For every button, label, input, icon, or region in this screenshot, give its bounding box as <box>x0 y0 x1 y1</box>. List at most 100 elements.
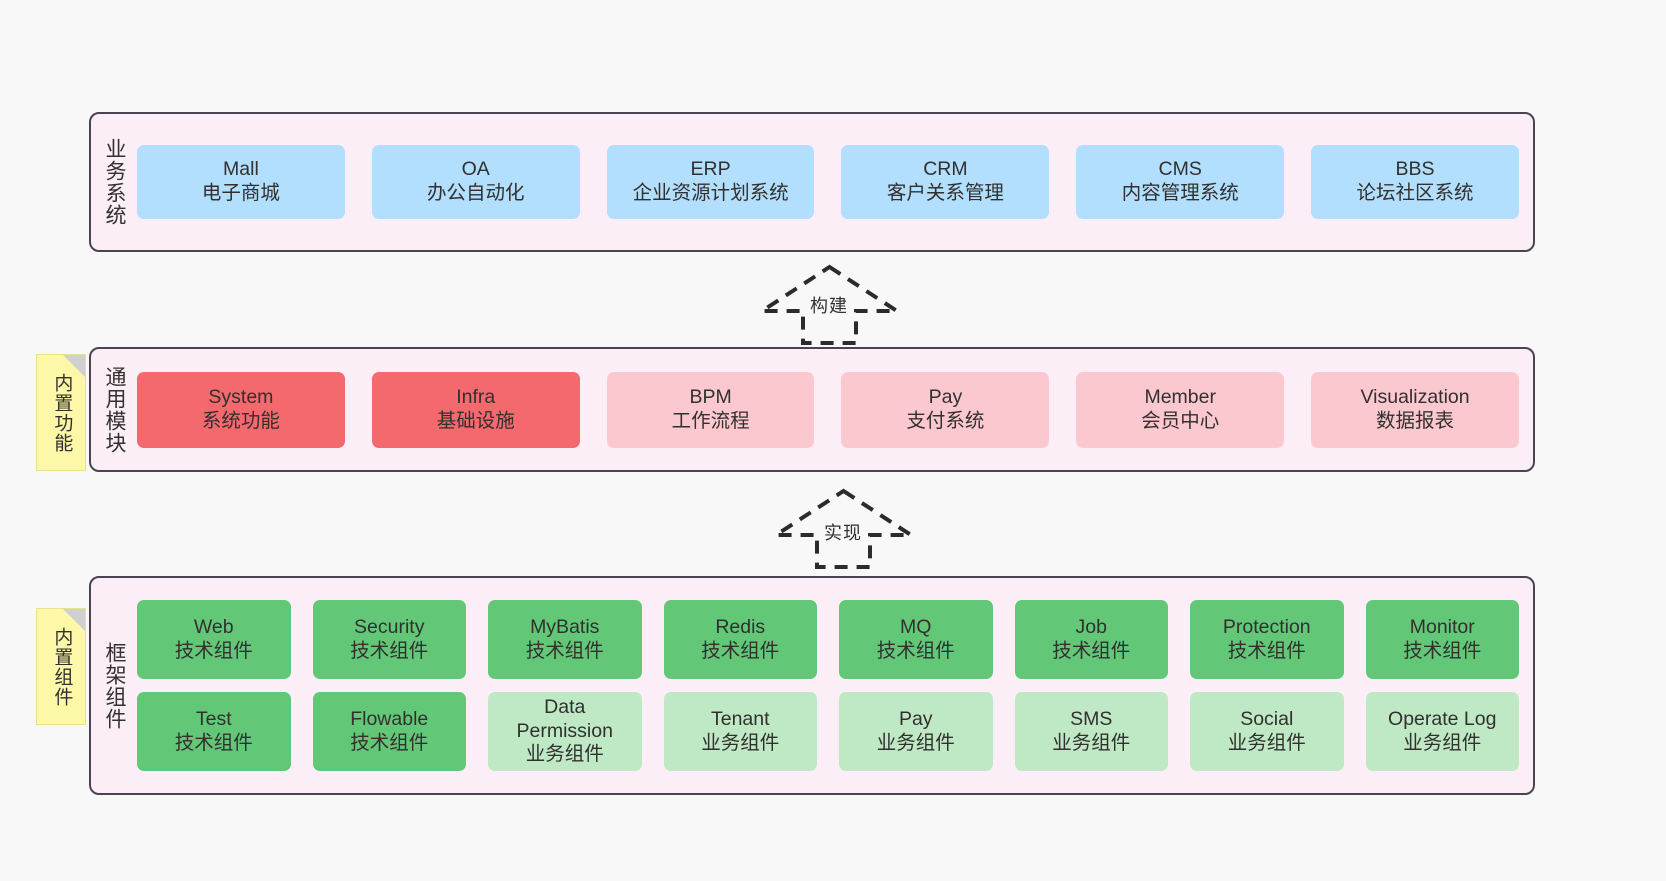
card-subtitle: 技术组件 <box>350 731 429 754</box>
card-subtitle: 技术组件 <box>350 639 429 662</box>
card-title: BBS <box>1395 158 1435 181</box>
card-title: Pay <box>928 385 963 408</box>
card-subtitle: 业务组件 <box>701 731 780 754</box>
layer-business-system: 业务系统 Mall 电子商城 OA 办公自动化 ERP 企业资源计划系统 CRM… <box>89 112 1535 252</box>
card-infra[interactable]: Infra 基础设施 <box>371 371 580 448</box>
card-subtitle: 工作流程 <box>671 409 750 432</box>
card-visualization[interactable]: Visualization 数据报表 <box>1311 371 1519 448</box>
arrow-implement <box>771 487 916 571</box>
card-title: Web <box>193 615 234 638</box>
card-pay-business[interactable]: Pay 业务组件 <box>839 692 993 771</box>
sticky-note-builtin-component: 内置组件 <box>36 608 86 725</box>
card-subtitle: 技术组件 <box>1052 639 1131 662</box>
sticky-note-builtin-function: 内置功能 <box>36 354 86 471</box>
card-subtitle: 支付系统 <box>906 409 985 432</box>
card-job[interactable]: Job 技术组件 <box>1014 600 1168 679</box>
card-subtitle: 系统功能 <box>201 409 280 432</box>
card-title: ERP <box>690 158 731 181</box>
card-subtitle: 业务组件 <box>1403 731 1482 754</box>
layer-title-common-module: 通用模块 <box>102 365 126 454</box>
card-subtitle: 业务组件 <box>525 743 604 766</box>
card-subtitle: 电子商城 <box>201 182 280 204</box>
card-data-permission[interactable]: Data Permission 业务组件 <box>488 692 642 771</box>
card-title: Data Permission <box>516 695 613 742</box>
card-title: Social <box>1240 707 1294 730</box>
card-title: Tenant <box>710 707 770 730</box>
card-subtitle: 技术组件 <box>876 639 955 662</box>
card-tenant[interactable]: Tenant 业务组件 <box>663 692 817 771</box>
card-title: Visualization <box>1360 385 1470 408</box>
layer-body-framework-component: Web 技术组件 Security 技术组件 MyBatis 技术组件 Redi… <box>137 578 1533 793</box>
card-security[interactable]: Security 技术组件 <box>312 600 466 679</box>
layer-body-common-module: System 系统功能 Infra 基础设施 BPM 工作流程 Pay 支付系统… <box>137 349 1533 470</box>
card-title: Mall <box>223 158 259 181</box>
card-row: System 系统功能 Infra 基础设施 BPM 工作流程 Pay 支付系统… <box>137 371 1519 448</box>
card-pay[interactable]: Pay 支付系统 <box>841 371 1050 448</box>
arrow-implement-label: 实现 <box>824 523 862 543</box>
sticky-fold-corner <box>63 609 85 631</box>
arrow-build <box>757 263 902 347</box>
card-title: Flowable <box>350 707 429 730</box>
card-subtitle: 技术组件 <box>525 639 604 662</box>
card-subtitle: 技术组件 <box>701 639 780 662</box>
card-subtitle: 办公自动化 <box>426 182 525 204</box>
card-mall[interactable]: Mall 电子商城 <box>137 145 345 219</box>
card-title: Infra <box>456 385 496 408</box>
card-row-technical: Web 技术组件 Security 技术组件 MyBatis 技术组件 Redi… <box>137 600 1519 679</box>
card-title: Redis <box>715 615 766 638</box>
card-title: Security <box>354 615 425 638</box>
card-mybatis[interactable]: MyBatis 技术组件 <box>488 600 642 679</box>
card-subtitle: 技术组件 <box>174 639 253 662</box>
card-oa[interactable]: OA 办公自动化 <box>371 145 580 219</box>
card-redis[interactable]: Redis 技术组件 <box>663 600 817 679</box>
card-subtitle: 数据报表 <box>1376 409 1455 432</box>
arrow-implement-shape <box>771 488 916 569</box>
card-subtitle: 业务组件 <box>1227 731 1306 754</box>
card-cms[interactable]: CMS 内容管理系统 <box>1076 145 1285 219</box>
card-title: MQ <box>900 615 932 638</box>
card-title: OA <box>461 158 490 181</box>
layer-title-framework-component: 框架组件 <box>102 641 126 730</box>
card-social[interactable]: Social 业务组件 <box>1190 692 1344 771</box>
arrow-build-label: 构建 <box>810 296 848 316</box>
arrow-build-shape <box>757 264 902 345</box>
card-title: MyBatis <box>530 615 600 638</box>
card-subtitle: 技术组件 <box>174 731 253 754</box>
card-subtitle: 业务组件 <box>1052 731 1131 754</box>
card-title: Monitor <box>1409 615 1475 638</box>
sticky-note-label: 内置组件 <box>51 626 73 707</box>
card-mq[interactable]: MQ 技术组件 <box>839 600 993 679</box>
card-operate-log[interactable]: Operate Log 业务组件 <box>1365 692 1519 771</box>
card-row-business: Test 技术组件 Flowable 技术组件 Data Permission … <box>137 692 1519 771</box>
sticky-fold-corner <box>63 355 85 377</box>
card-title: System <box>208 385 274 408</box>
card-title: Protection <box>1222 615 1311 638</box>
card-subtitle: 业务组件 <box>876 731 955 754</box>
card-web[interactable]: Web 技术组件 <box>137 600 291 679</box>
card-monitor[interactable]: Monitor 技术组件 <box>1365 600 1519 679</box>
card-subtitle: 企业资源计划系统 <box>632 182 789 204</box>
card-sms[interactable]: SMS 业务组件 <box>1014 692 1168 771</box>
card-bpm[interactable]: BPM 工作流程 <box>606 371 815 448</box>
card-title: Job <box>1075 615 1107 638</box>
card-flowable[interactable]: Flowable 技术组件 <box>312 692 466 771</box>
card-title: SMS <box>1070 707 1113 730</box>
card-title: CMS <box>1158 158 1202 181</box>
layer-body-business-system: Mall 电子商城 OA 办公自动化 ERP 企业资源计划系统 CRM 客户关系… <box>137 114 1533 250</box>
card-protection[interactable]: Protection 技术组件 <box>1190 600 1344 679</box>
card-title: Test <box>195 707 232 730</box>
card-test[interactable]: Test 技术组件 <box>137 692 291 771</box>
card-crm[interactable]: CRM 客户关系管理 <box>841 145 1050 219</box>
card-erp[interactable]: ERP 企业资源计划系统 <box>606 145 815 219</box>
card-system[interactable]: System 系统功能 <box>137 371 345 448</box>
card-title: BPM <box>689 385 732 408</box>
card-subtitle: 技术组件 <box>1227 639 1306 662</box>
card-subtitle: 会员中心 <box>1141 409 1220 432</box>
layer-title-business-system: 业务系统 <box>102 138 126 226</box>
card-bbs[interactable]: BBS 论坛社区系统 <box>1311 145 1519 219</box>
card-subtitle: 基础设施 <box>436 409 515 432</box>
card-title: Operate Log <box>1388 707 1497 730</box>
card-member[interactable]: Member 会员中心 <box>1076 371 1285 448</box>
card-subtitle: 技术组件 <box>1403 639 1482 662</box>
